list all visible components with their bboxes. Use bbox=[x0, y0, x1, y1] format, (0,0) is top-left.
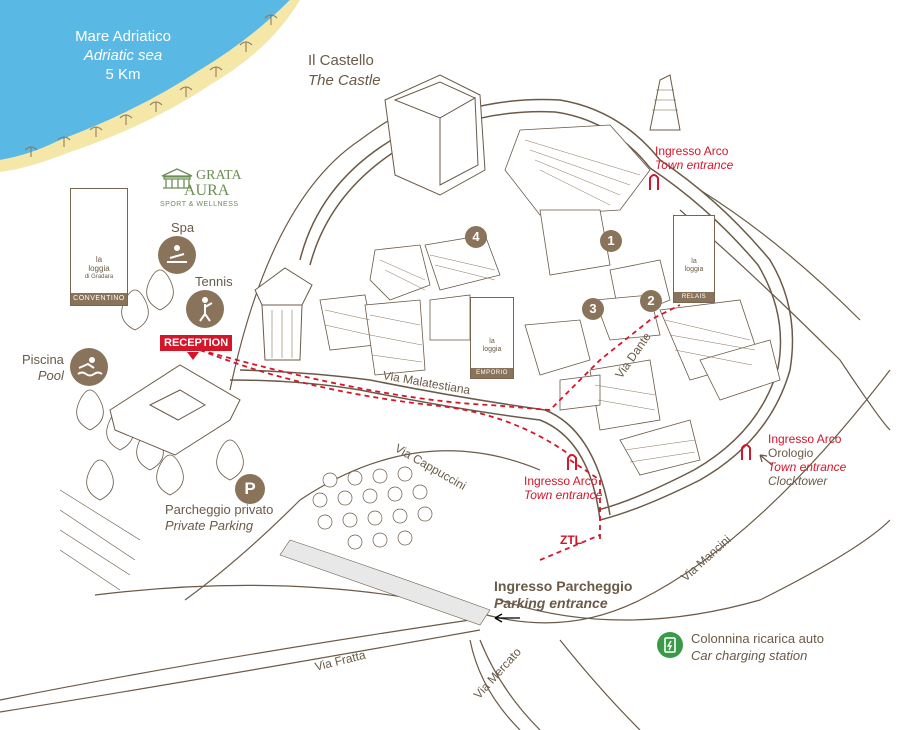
gate-clock-en1: Town entrance bbox=[768, 460, 847, 474]
pool-name-it: Piscina bbox=[22, 352, 64, 367]
tennis-label: Tennis bbox=[195, 274, 233, 289]
pool-label: Piscina Pool bbox=[22, 352, 64, 384]
gate-bottom-en: Town entrance bbox=[524, 488, 603, 502]
sea-label: Mare Adriatico Adriatic sea 5 Km bbox=[58, 27, 188, 84]
relais-brand-2: loggia bbox=[684, 266, 704, 273]
conventino-building bbox=[109, 364, 241, 456]
sea-name-en: Adriatic sea bbox=[83, 47, 163, 64]
gate-top-it: Ingresso Arco bbox=[655, 144, 729, 158]
conventino-tower: la loggia di Gradara CONVENTINO bbox=[70, 188, 128, 306]
private-parking-label: Parcheggio privato Private Parking bbox=[165, 502, 273, 534]
parking-lot bbox=[279, 539, 491, 626]
reception-pointer bbox=[187, 352, 199, 360]
sea-distance: 5 Km bbox=[105, 66, 141, 83]
gate-clock-en2: Clocktower bbox=[768, 474, 828, 488]
castle-label: Il Castello The Castle bbox=[308, 51, 381, 91]
fortress bbox=[384, 74, 486, 196]
relais-brand: la loggia bbox=[674, 258, 714, 274]
gate-top-en: Town entrance bbox=[655, 158, 734, 172]
grata-sub: SPORT & WELLNESS bbox=[160, 201, 239, 208]
private-parking-en: Private Parking bbox=[165, 518, 254, 533]
conventino-brand-1: la bbox=[95, 255, 103, 264]
sea-area bbox=[0, 0, 290, 160]
emporio-brand: la loggia bbox=[471, 338, 513, 354]
parking-entrance-label: Ingresso Parcheggio Parking entrance bbox=[494, 578, 632, 612]
conventino-brand-2: loggia bbox=[88, 264, 110, 273]
ztl-label: ZTL bbox=[560, 533, 582, 547]
round-tower bbox=[254, 267, 313, 361]
relais-brand-1: la bbox=[691, 258, 697, 265]
gate-bottom-it: Ingresso Arco bbox=[524, 474, 598, 488]
charging-en: Car charging station bbox=[691, 648, 808, 663]
pool-icon bbox=[70, 348, 108, 386]
grata-bottom: AURA bbox=[184, 182, 230, 199]
gate-symbols bbox=[567, 174, 751, 470]
parking-icon: P bbox=[235, 474, 265, 504]
roof-hatching bbox=[324, 139, 756, 463]
marker-1: 1 bbox=[600, 230, 622, 252]
tennis-icon bbox=[186, 290, 224, 328]
gate-bottom-label: Ingresso Arco Town entrance bbox=[524, 474, 602, 502]
spa-label: Spa bbox=[171, 220, 195, 235]
relais-caption: RELAIS bbox=[674, 292, 714, 302]
marker-3: 3 bbox=[582, 298, 604, 320]
bell-tower bbox=[649, 74, 681, 131]
sea-name-it: Mare Adriatico bbox=[75, 28, 171, 45]
olive-grove bbox=[312, 466, 433, 550]
parking-entrance-it: Ingresso Parcheggio bbox=[494, 578, 633, 594]
walking-routes bbox=[199, 304, 681, 561]
charging-it: Colonnina ricarica auto bbox=[691, 631, 824, 646]
beach-umbrellas bbox=[24, 14, 278, 157]
vineyard bbox=[59, 489, 141, 591]
gate-top-label: Ingresso Arco Town entrance bbox=[655, 144, 733, 172]
pool-name-en: Pool bbox=[37, 368, 64, 383]
beach-area bbox=[0, 0, 300, 172]
conventino-brand: la loggia di Gradara bbox=[71, 255, 127, 282]
spa-icon bbox=[158, 236, 196, 274]
charging-label: Colonnina ricarica auto Car charging sta… bbox=[691, 630, 824, 664]
castle-name-en: The Castle bbox=[308, 72, 381, 89]
buildings bbox=[319, 124, 781, 476]
parking-arrow bbox=[494, 613, 520, 623]
reception-badge: RECEPTION bbox=[160, 335, 233, 351]
marker-2: 2 bbox=[640, 290, 662, 312]
gate-clock-it1: Ingresso Arco bbox=[768, 432, 842, 446]
emporio-caption: EMPORIO bbox=[471, 368, 513, 378]
grata-top: GRATA bbox=[196, 168, 242, 183]
emporio-brand-2: loggia bbox=[482, 346, 502, 353]
marker-4: 4 bbox=[465, 226, 487, 248]
gate-clock-it2: Orologio bbox=[768, 446, 814, 460]
temple-icon bbox=[161, 168, 193, 189]
conventino-brand-3: di Gradara bbox=[84, 274, 114, 280]
emporio-brand-1: la bbox=[489, 338, 495, 345]
private-parking-it: Parcheggio privato bbox=[165, 502, 274, 517]
conventino-caption: CONVENTINO bbox=[71, 293, 127, 305]
clocktower-arrow bbox=[759, 454, 773, 466]
emporio-tower: la loggia EMPORIO bbox=[470, 297, 514, 379]
charging-icon bbox=[657, 632, 683, 658]
relais-tower: la loggia RELAIS bbox=[673, 215, 715, 303]
gate-clocktower-label: Ingresso Arco Orologio Town entrance Clo… bbox=[768, 432, 846, 488]
castle-name-it: Il Castello bbox=[308, 52, 374, 69]
parking-entrance-en: Parking entrance bbox=[494, 595, 608, 611]
roads bbox=[0, 89, 891, 730]
